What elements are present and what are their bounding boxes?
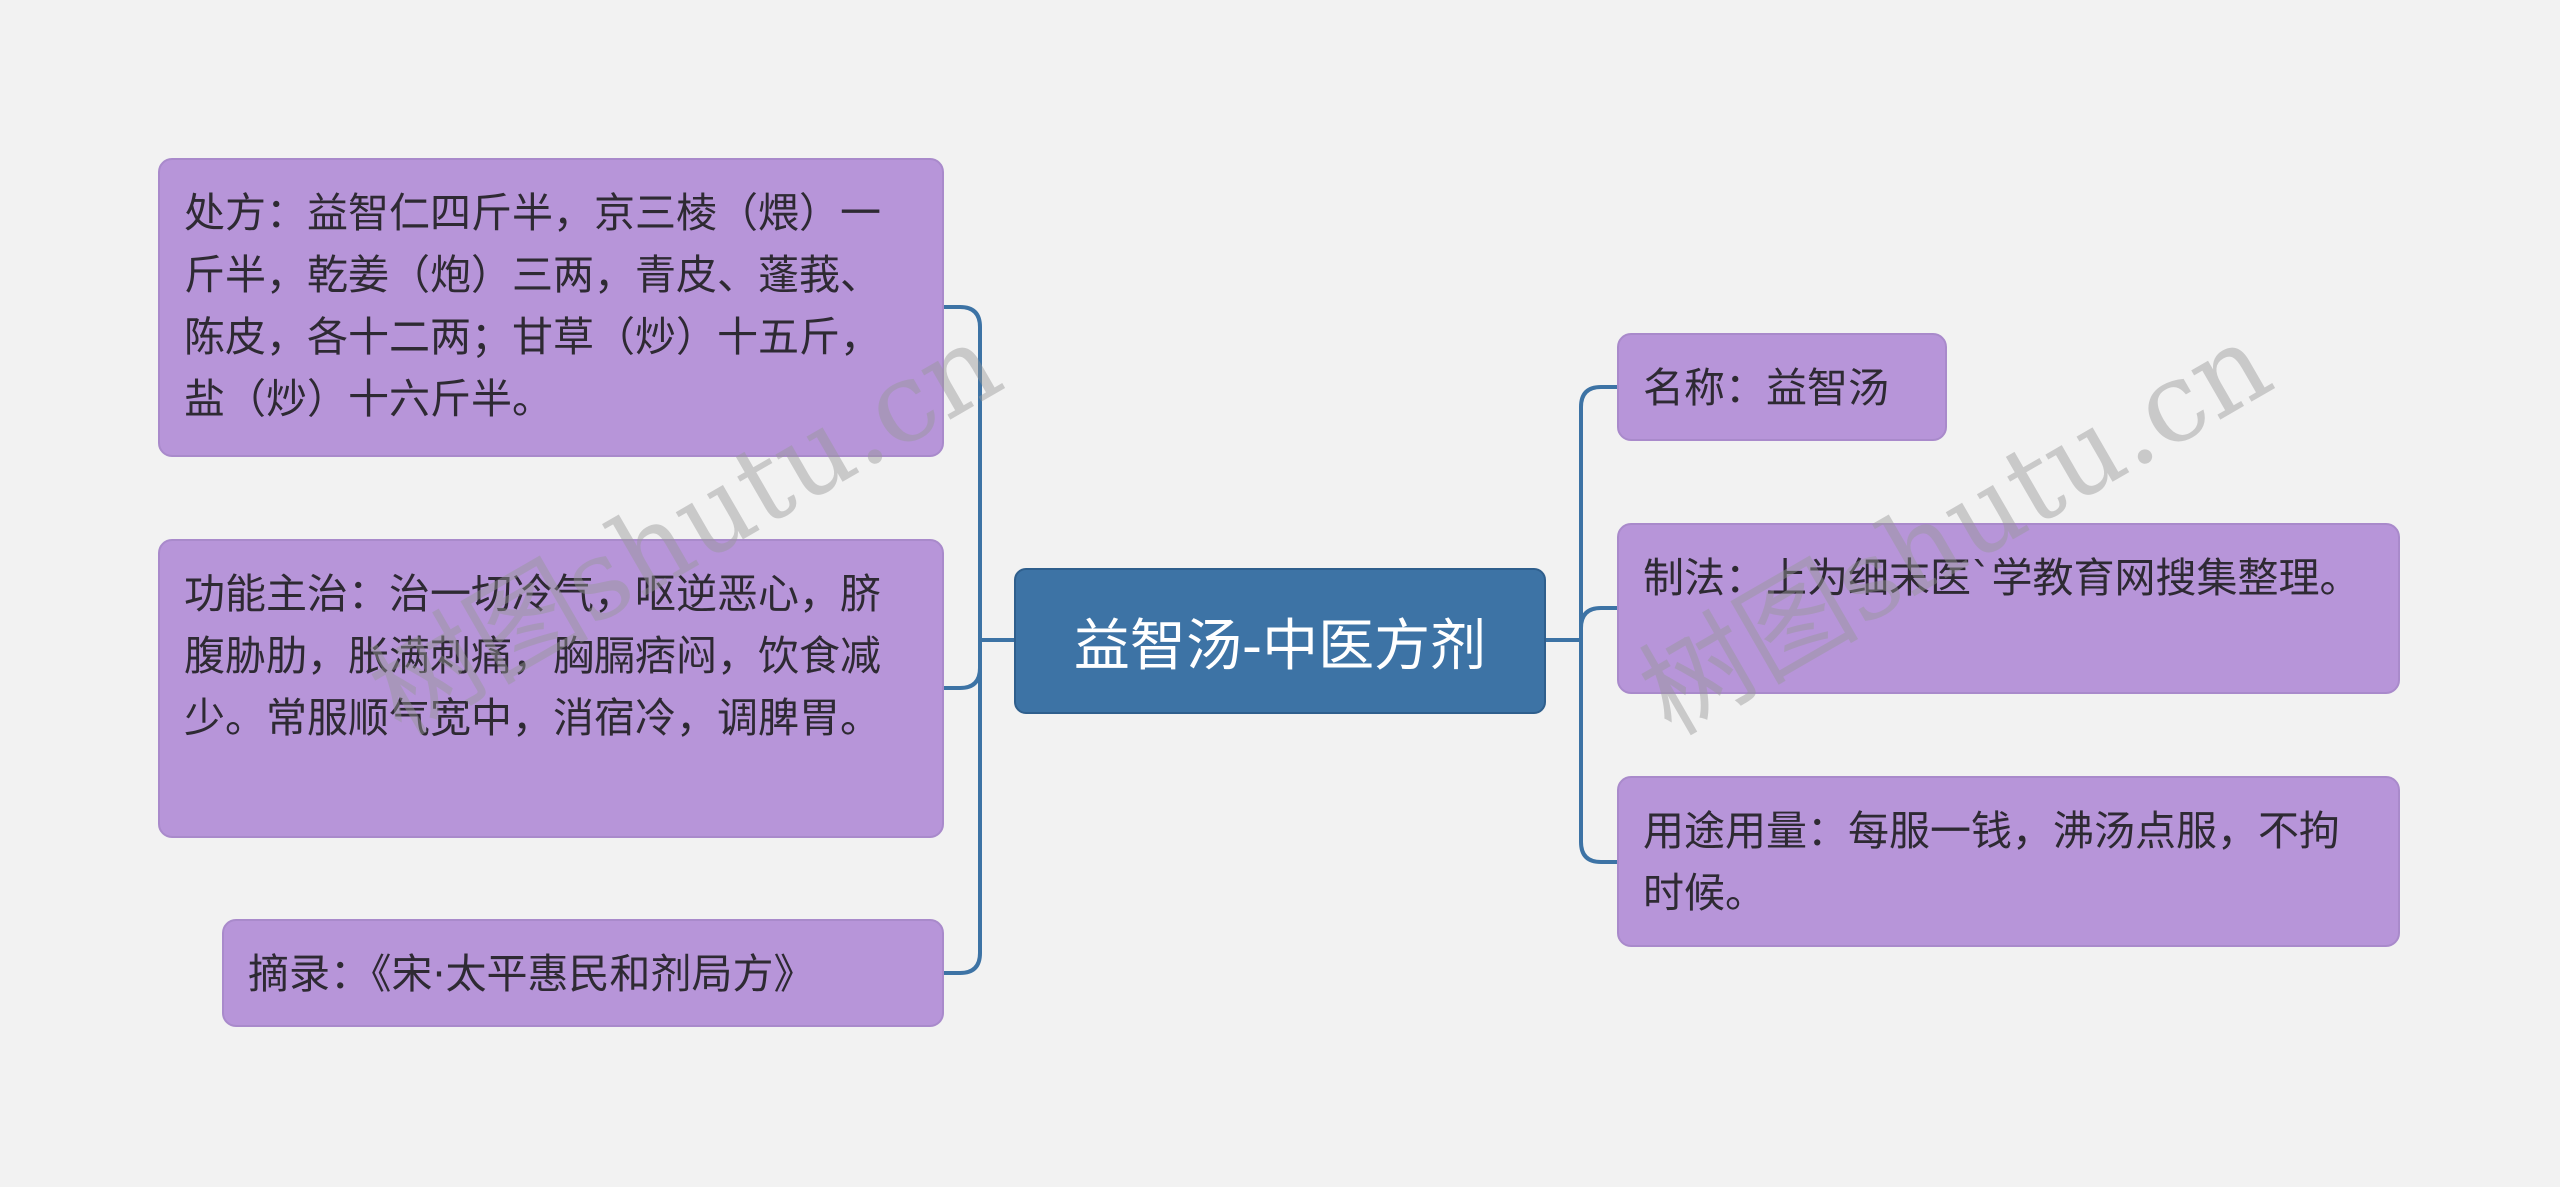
node-text: 处方：益智仁四斤半，京三棱（煨）一斤半，乾姜（炮）三两，青皮、蓬莪、陈皮，各十二… <box>184 189 881 423</box>
node-text: 用途用量：每服一钱，沸汤点服，不拘时候。 <box>1643 807 2340 917</box>
node-preparation[interactable]: 制法：上为细末医`学教育网搜集整理。 <box>1617 523 2400 694</box>
central-topic[interactable]: 益智汤-中医方剂 <box>1014 568 1546 714</box>
connector-left-1 <box>944 305 982 975</box>
node-prescription[interactable]: 处方：益智仁四斤半，京三棱（煨）一斤半，乾姜（炮）三两，青皮、蓬莪、陈皮，各十二… <box>158 158 944 457</box>
node-text: 制法：上为细末医`学教育网搜集整理。 <box>1643 554 2361 602</box>
connector-left-2 <box>944 640 982 690</box>
node-text: 名称：益智汤 <box>1643 364 1889 412</box>
node-indications[interactable]: 功能主治：治一切冷气，呕逆恶心，脐腹胁肋，胀满刺痛，胸膈痞闷，饮食减少。常服顺气… <box>158 539 944 838</box>
connector-right-2 <box>1579 606 1617 640</box>
central-topic-title: 益智汤-中医方剂 <box>1073 613 1487 679</box>
node-text: 摘录：《宋·太平惠民和剂局方》 <box>248 950 815 998</box>
node-source[interactable]: 摘录：《宋·太平惠民和剂局方》 <box>222 919 944 1027</box>
node-usage[interactable]: 用途用量：每服一钱，沸汤点服，不拘时候。 <box>1617 776 2400 947</box>
connector-right-1 <box>1579 385 1617 864</box>
node-name[interactable]: 名称：益智汤 <box>1617 333 1947 441</box>
node-text: 功能主治：治一切冷气，呕逆恶心，脐腹胁肋，胀满刺痛，胸膈痞闷，饮食减少。常服顺气… <box>184 570 881 742</box>
